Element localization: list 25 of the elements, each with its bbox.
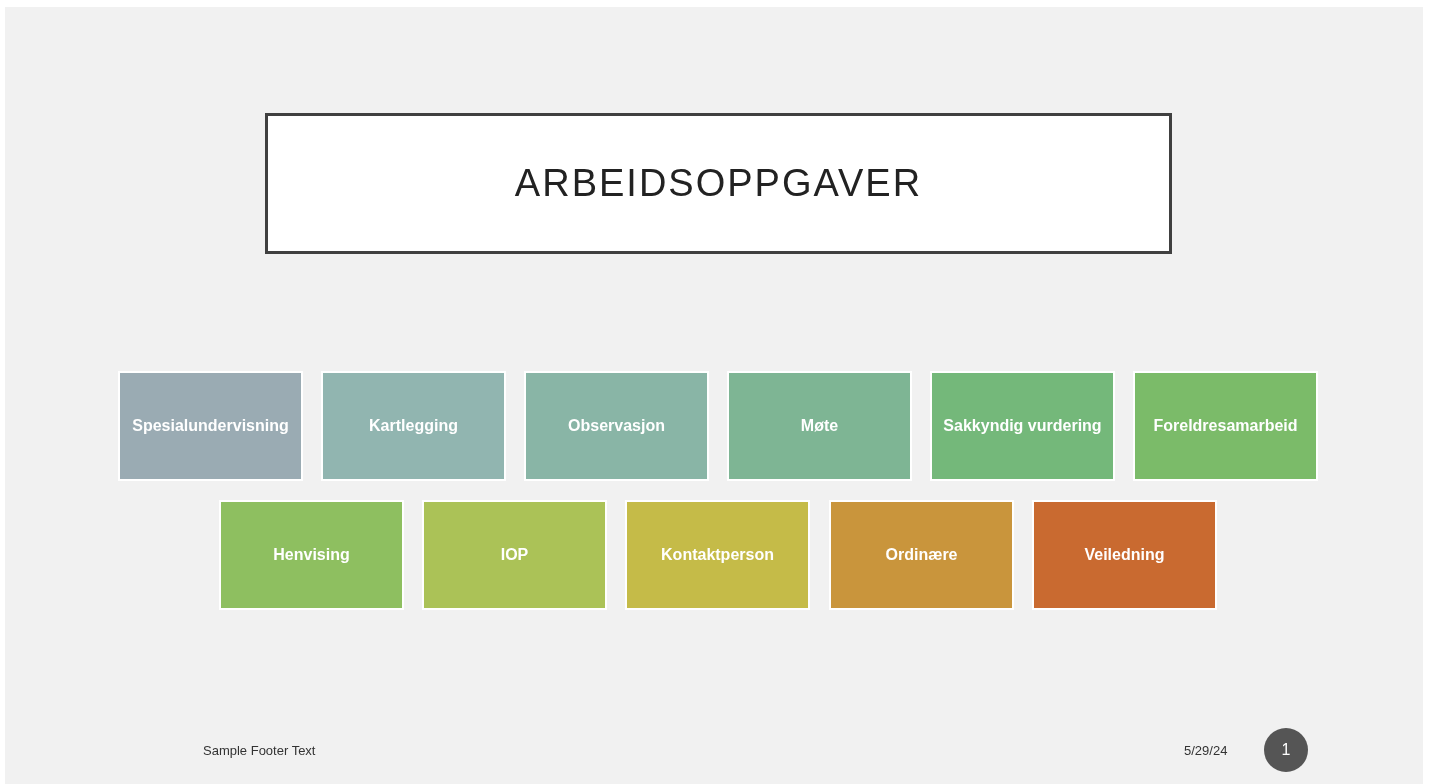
task-label: Ordinære xyxy=(885,546,958,564)
task-label: Foreldresamarbeid xyxy=(1153,417,1298,435)
task-box xyxy=(625,500,810,610)
task-box xyxy=(321,371,506,481)
task-label: Spesialundervisning xyxy=(132,417,289,435)
task-box xyxy=(930,371,1115,481)
task-box xyxy=(727,371,912,481)
task-box xyxy=(829,500,1014,610)
task-label: Møte xyxy=(800,417,839,435)
task-label: IOP xyxy=(500,546,529,564)
task-box xyxy=(422,500,607,610)
task-label: Kartlegging xyxy=(369,417,458,435)
task-box xyxy=(524,371,709,481)
task-label: Sakkyndig vurdering xyxy=(943,417,1102,435)
date-text: 5/29/24 xyxy=(1184,743,1228,758)
title-text: ARBEIDSOPPGAVER xyxy=(514,162,923,205)
task-box xyxy=(1133,371,1318,481)
task-box xyxy=(219,500,404,610)
task-label: Observasjon xyxy=(568,417,665,435)
task-label: Kontaktperson xyxy=(661,546,774,564)
task-label: Henvising xyxy=(273,546,350,564)
task-box xyxy=(1032,500,1217,610)
footer-text: Sample Footer Text xyxy=(203,743,316,758)
task-box xyxy=(118,371,303,481)
task-label: Veiledning xyxy=(1084,546,1165,564)
